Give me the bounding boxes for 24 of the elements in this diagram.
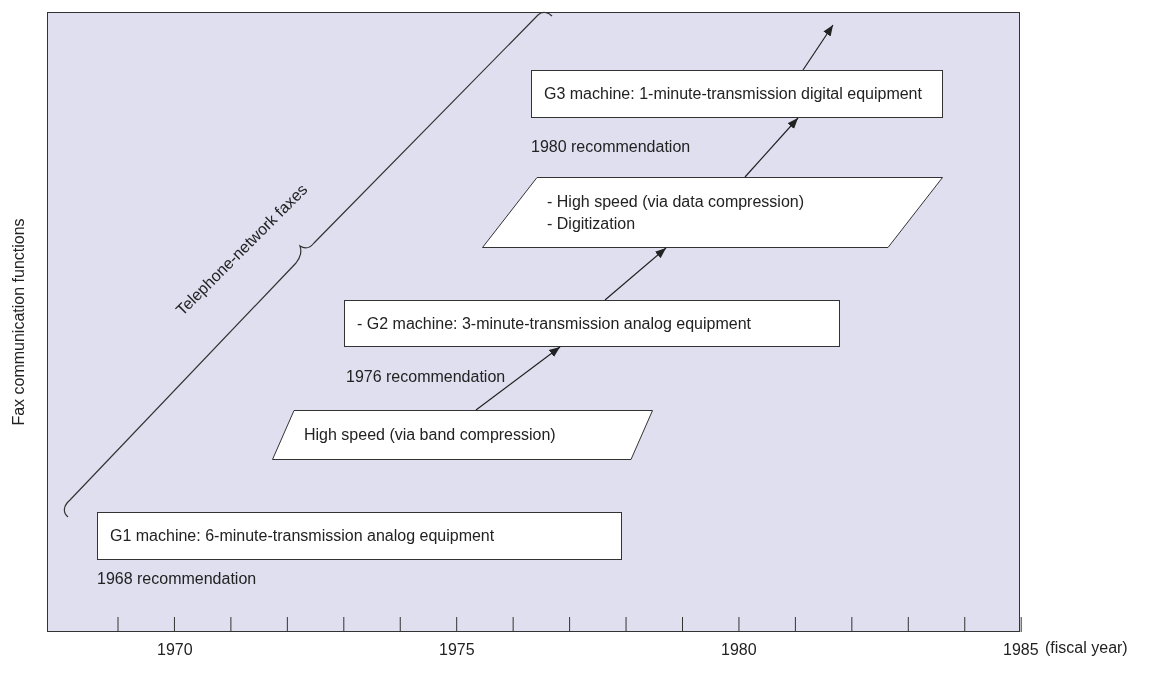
process-box xyxy=(531,70,943,118)
data-parallelogram xyxy=(272,410,653,460)
node-text: G3 machine: 1-minute-transmission digital equipment xyxy=(544,84,923,104)
data-parallelogram xyxy=(482,177,943,248)
process-box xyxy=(97,512,622,560)
arrow xyxy=(604,247,667,301)
recommendation-note: 1976 recommendation xyxy=(346,368,506,386)
node-text: - Digitization xyxy=(547,213,637,234)
node-text: High speed (via band compression) xyxy=(304,425,557,445)
tick-label: 1985 xyxy=(1003,641,1039,659)
arrow xyxy=(744,117,799,178)
recommendation-note: 1980 recommendation xyxy=(531,138,691,156)
arrow xyxy=(802,24,834,71)
process-box xyxy=(344,300,840,347)
axis-unit: (fiscal year) xyxy=(1045,639,1128,657)
tick-label: 1970 xyxy=(157,641,193,659)
arrow xyxy=(475,346,561,411)
tick-label: 1980 xyxy=(721,641,757,659)
node-text: G1 machine: 6-minute-transmission analog equipment xyxy=(110,526,496,546)
node-text: - High speed (via data compression) xyxy=(547,191,805,212)
recommendation-note: 1968 recommendation xyxy=(97,570,257,588)
axis-title: Fax communication functions xyxy=(9,218,28,426)
node-text: - G2 machine: 3-minute-transmission analog equipment xyxy=(357,313,752,334)
tick-label: 1975 xyxy=(439,641,475,659)
